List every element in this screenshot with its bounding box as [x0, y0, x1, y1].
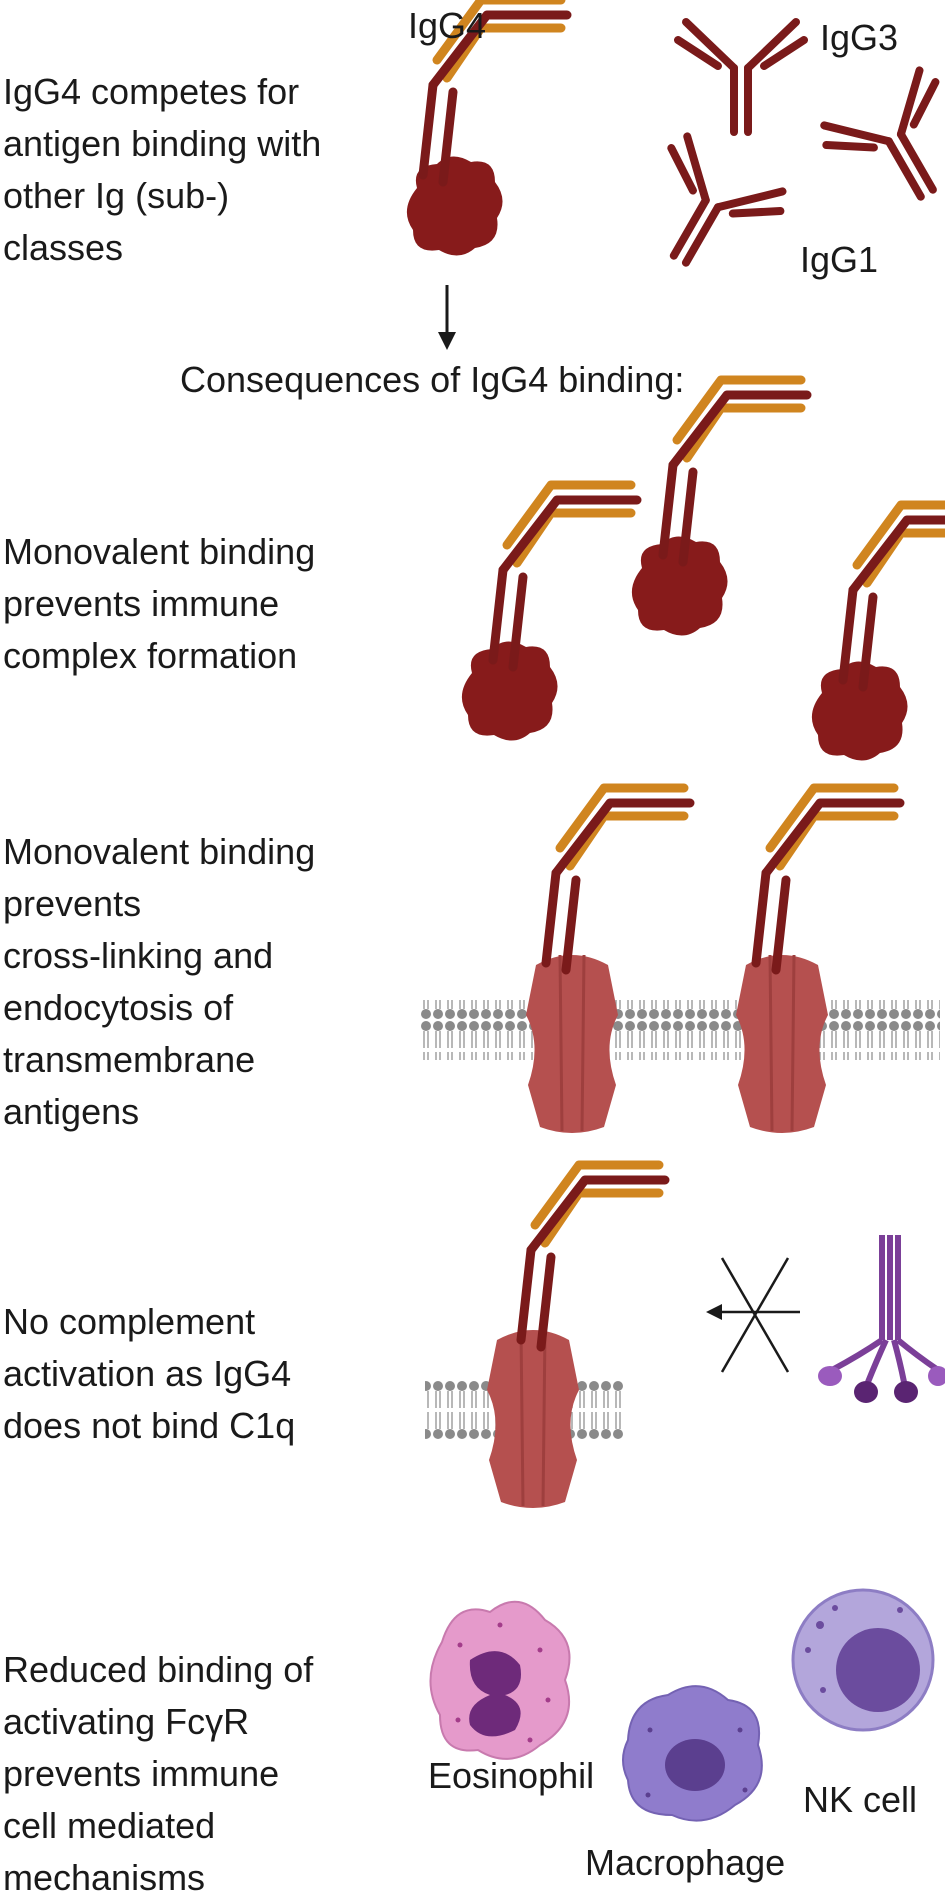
consequences-heading: Consequences of IgG4 binding: — [180, 359, 685, 400]
text-line: endocytosis of — [3, 987, 234, 1028]
text-line: mechanisms — [3, 1857, 206, 1898]
down-arrow-icon — [438, 285, 456, 350]
macrophage-cell-icon — [622, 1685, 763, 1822]
igg4-antibody — [843, 505, 945, 687]
c1q-icon — [818, 1235, 945, 1403]
igg4-antibody — [663, 380, 807, 562]
text-line: prevents immune — [3, 583, 280, 624]
transmembrane-antigen-3 — [485, 1165, 665, 1510]
text-line: antigens — [3, 1091, 140, 1132]
text-line: prevents immune — [3, 1753, 280, 1794]
label-igg4: IgG4 — [408, 5, 487, 46]
text-line: classes — [3, 227, 124, 268]
igg4-antibody — [756, 788, 900, 970]
text-line: other Ig (sub-) — [3, 175, 230, 216]
text-line: prevents — [3, 883, 142, 924]
igg4-antibody — [521, 1165, 665, 1347]
text-line: Monovalent binding — [3, 831, 316, 872]
monovalent-complex-1 — [461, 485, 637, 741]
transmembrane-antigen-1 — [524, 788, 690, 1135]
section4-text: No complement activation as IgG4 does no… — [3, 1296, 295, 1452]
section2-text: Monovalent binding prevents immune compl… — [3, 526, 315, 682]
transmembrane-antigen-2 — [734, 788, 900, 1135]
igg3-antibody-2 — [817, 66, 945, 224]
igg3-antibody — [678, 22, 804, 132]
label-nk-cell: NK cell — [803, 1779, 918, 1820]
blocked-arrow-icon — [706, 1257, 800, 1373]
text-line: transmembrane — [3, 1039, 256, 1080]
text-line: antigen binding with — [3, 123, 322, 164]
label-eosinophil: Eosinophil — [428, 1755, 595, 1796]
text-line: activation as IgG4 — [3, 1353, 292, 1394]
text-line: No complement — [3, 1301, 256, 1342]
section3-text: Monovalent binding prevents cross-linkin… — [3, 826, 315, 1138]
igg1-antibody — [625, 132, 789, 290]
igg4-antibody — [546, 788, 690, 970]
text-line: cross-linking and — [3, 935, 274, 976]
label-macrophage: Macrophage — [585, 1842, 786, 1883]
label-igg1: IgG1 — [800, 239, 879, 280]
text-line: activating FcγR — [3, 1701, 250, 1742]
label-igg3: IgG3 — [820, 17, 899, 58]
text-line: IgG4 competes for — [3, 71, 300, 112]
text-line: Reduced binding of — [3, 1649, 314, 1690]
text-line: does not bind C1q — [3, 1405, 296, 1446]
section5-text: Reduced binding of activating FcγR preve… — [3, 1644, 313, 1904]
section1-text: IgG4 competes for antigen binding with o… — [3, 66, 321, 274]
text-line: cell mediated — [3, 1805, 216, 1846]
cell-membrane — [420, 1000, 940, 1060]
igg4-antibody — [493, 485, 637, 667]
text-line: Monovalent binding — [3, 531, 316, 572]
monovalent-complex-3 — [811, 505, 945, 761]
nk-cell-icon — [791, 1588, 935, 1732]
monovalent-complex-2 — [631, 380, 807, 636]
eosinophil-cell-icon — [429, 1600, 571, 1760]
text-line: complex formation — [3, 635, 298, 676]
